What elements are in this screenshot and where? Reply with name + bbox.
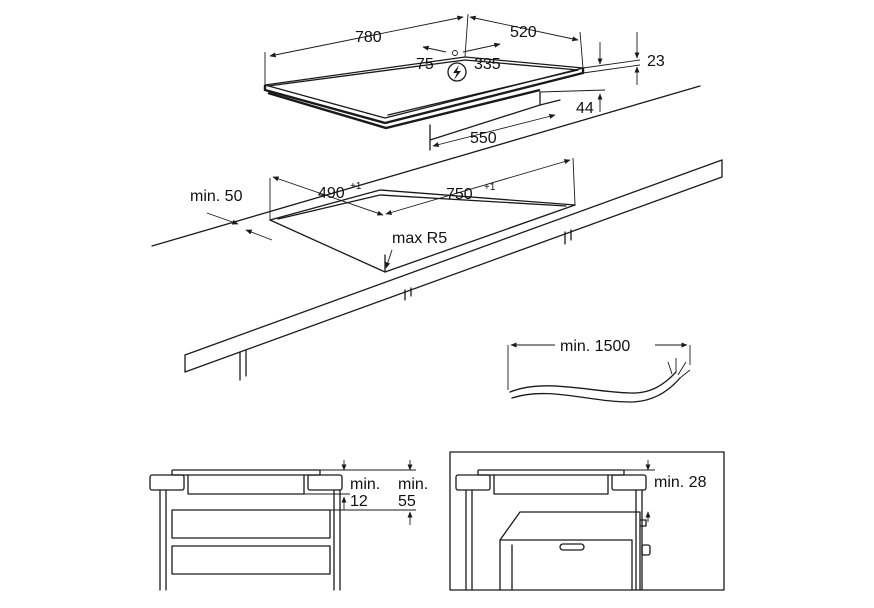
dim-750 — [385, 159, 571, 215]
dim-520 — [469, 15, 579, 42]
hob-under-ext2 — [539, 99, 561, 106]
ext-line-780-right — [464, 13, 469, 58]
label-min-55-a: min. — [398, 476, 428, 493]
ext-line-23-top — [582, 59, 641, 69]
hob-glass — [171, 469, 321, 476]
dim-780 — [269, 15, 464, 58]
oven-body — [499, 511, 641, 591]
countertop: 490 +1 750 +1 min. 50 max R5 — [151, 85, 723, 381]
drawer-lower — [171, 545, 331, 575]
label-550: 550 — [470, 130, 497, 147]
lightning-bolt-icon — [447, 62, 467, 82]
ext-750-right — [572, 157, 576, 206]
label-780: 780 — [355, 29, 382, 46]
label-750: 750 — [446, 186, 473, 203]
connection-point — [452, 50, 458, 56]
counter-slab-right — [307, 474, 343, 491]
dim-335 — [462, 42, 501, 53]
counter-slab-left — [149, 474, 185, 491]
hob-front-edge — [263, 68, 585, 125]
counter-leg-left — [239, 349, 247, 381]
label-75: 75 — [416, 56, 434, 73]
counter-leg-right — [564, 229, 572, 245]
drawer-upper — [171, 509, 331, 539]
countertop-back-edge — [151, 85, 701, 247]
cable-wires — [667, 358, 691, 379]
label-490: 490 — [318, 185, 345, 202]
cabinet-wall-right — [333, 489, 341, 591]
oven-frame — [449, 451, 725, 591]
label-23: 23 — [647, 53, 665, 70]
cutout-back — [269, 189, 576, 221]
oven-cab-wall-left — [465, 489, 473, 591]
countertop-front-edge — [184, 159, 723, 356]
cabinet-wall-left — [159, 489, 167, 591]
oven-counter-slab-left — [455, 474, 491, 491]
ext-line-44 — [539, 89, 606, 93]
label-min-55-b: 55 — [398, 493, 416, 510]
label-min-50: min. 50 — [190, 188, 243, 205]
oven-hob-body — [493, 474, 609, 495]
label-min-12-b: 12 — [350, 493, 368, 510]
ext-line-23-bot — [582, 64, 641, 74]
dim-75 — [422, 45, 447, 53]
power-cable: min. 1500 — [507, 338, 691, 403]
countertop-front-lower — [184, 176, 723, 373]
hob-perspective: 780 520 75 335 23 44 550 — [263, 13, 665, 151]
dim-min-50-arrow-b — [245, 229, 273, 241]
ext-line-520-right — [579, 31, 584, 69]
counter-leg-mid — [404, 287, 412, 301]
label-min-28: min. 28 — [654, 474, 707, 491]
cable-upper — [509, 371, 677, 394]
hob-edge-shadow — [267, 88, 541, 130]
dim-490 — [272, 176, 384, 216]
oven-knob — [641, 544, 651, 556]
hob-glass-inner — [267, 59, 579, 116]
label-490-tolerance: +1 — [350, 181, 362, 192]
dim-min-50-arrow-a — [206, 212, 239, 225]
label-520: 520 — [510, 24, 537, 41]
label-44: 44 — [576, 100, 594, 117]
label-cable-min-1500: min. 1500 — [560, 338, 630, 355]
oven-cab-wall-right — [635, 489, 643, 591]
oven-front — [499, 539, 633, 591]
label-750-tolerance: +1 — [484, 182, 496, 193]
label-min-12-a: min. — [350, 476, 380, 493]
cabinet-oven-section: min. 28 — [449, 451, 725, 591]
dim-550 — [432, 113, 556, 148]
oven-counter-slab-right — [611, 474, 647, 491]
hob-body — [187, 474, 305, 495]
label-max-r5: max R5 — [392, 230, 447, 247]
oven-hob-glass — [477, 469, 625, 476]
oven-handle — [559, 543, 585, 551]
oven-vent — [639, 519, 647, 527]
cabinet-drawers-section: min. 12 min. 55 — [149, 460, 428, 591]
label-335: 335 — [474, 56, 501, 73]
dim-r5-arrow — [385, 249, 393, 269]
cable-lower — [511, 377, 681, 403]
